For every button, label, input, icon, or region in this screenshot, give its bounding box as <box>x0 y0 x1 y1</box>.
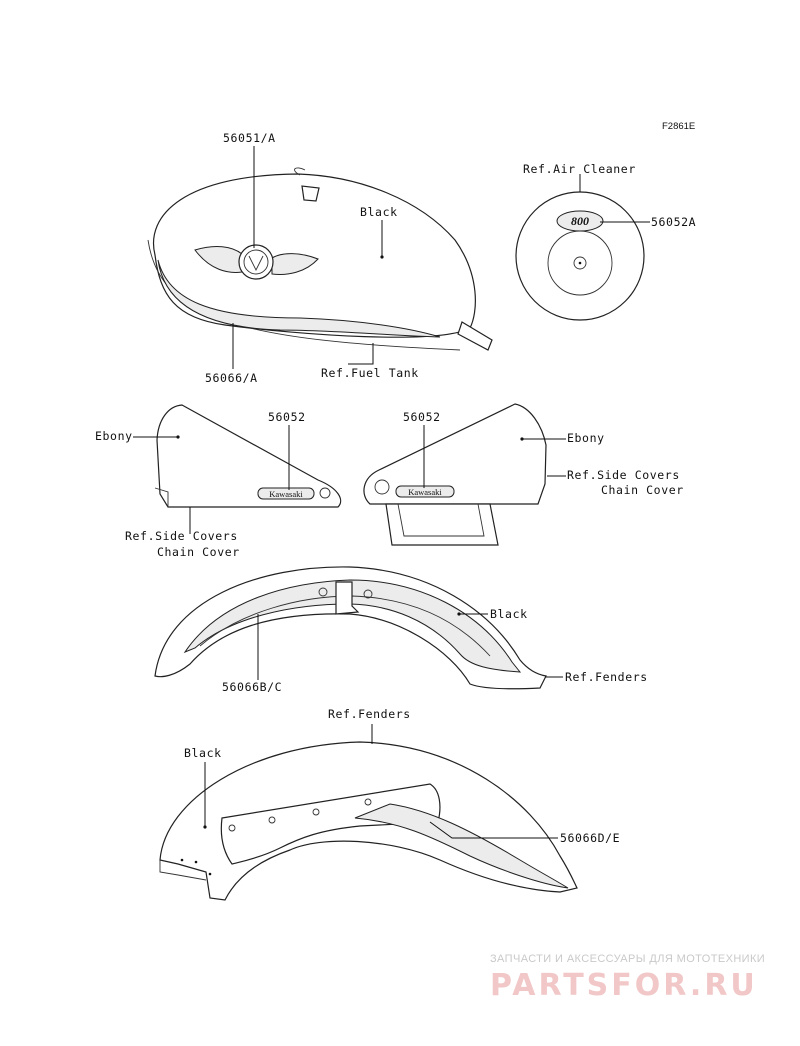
label-56052-right: 56052 <box>403 410 441 424</box>
tank-emblem <box>194 244 319 280</box>
label-ref-fenders-rear: Ref.Fenders <box>328 707 411 721</box>
label-rear-fender-color: Black <box>184 746 222 760</box>
label-56052-left: 56052 <box>268 410 306 424</box>
fuel-tank <box>147 167 493 351</box>
label-ref-fenders-front: Ref.Fenders <box>565 670 648 684</box>
label-56066b-c: 56066B/C <box>222 680 282 694</box>
label-ebony-left: Ebony <box>95 429 133 443</box>
label-chain-cover-left: Chain Cover <box>157 545 240 559</box>
label-ebony-right: Ebony <box>567 431 605 445</box>
watermark: ЗАПЧАСТИ И АКСЕССУАРЫ ДЛЯ МОТОТЕХНИКИ PA… <box>490 953 765 1003</box>
side-cover-right: Kawasaki <box>363 403 547 546</box>
rear-fender <box>159 741 578 901</box>
label-ref-side-covers-left: Ref.Side Covers <box>125 529 238 543</box>
air-cleaner: 800 <box>515 191 645 321</box>
label-56051-a: 56051/A <box>223 131 276 145</box>
label-ref-air-cleaner: Ref.Air Cleaner <box>523 162 636 176</box>
watermark-line1: ЗАПЧАСТИ И АКСЕССУАРЫ ДЛЯ МОТОТЕХНИКИ <box>490 953 765 965</box>
label-56066-a: 56066/A <box>205 371 258 385</box>
right-cover-badge-text: Kawasaki <box>408 487 442 497</box>
figure-code: F2861E <box>662 121 695 132</box>
label-56052a: 56052A <box>651 215 696 229</box>
label-chain-cover-right: Chain Cover <box>601 483 684 497</box>
side-cover-left: Kawasaki <box>154 404 342 508</box>
label-tank-color: Black <box>360 205 398 219</box>
label-56066d-e: 56066D/E <box>560 831 620 845</box>
label-front-fender-color: Black <box>490 607 528 621</box>
label-ref-side-covers-right: Ref.Side Covers <box>567 468 680 482</box>
left-cover-badge-text: Kawasaki <box>269 489 303 499</box>
air-cleaner-badge-text: 800 <box>571 214 589 228</box>
front-fender <box>154 566 547 690</box>
label-ref-fuel-tank: Ref.Fuel Tank <box>321 366 419 380</box>
watermark-logo: PARTSFOR.RU <box>490 968 758 1003</box>
